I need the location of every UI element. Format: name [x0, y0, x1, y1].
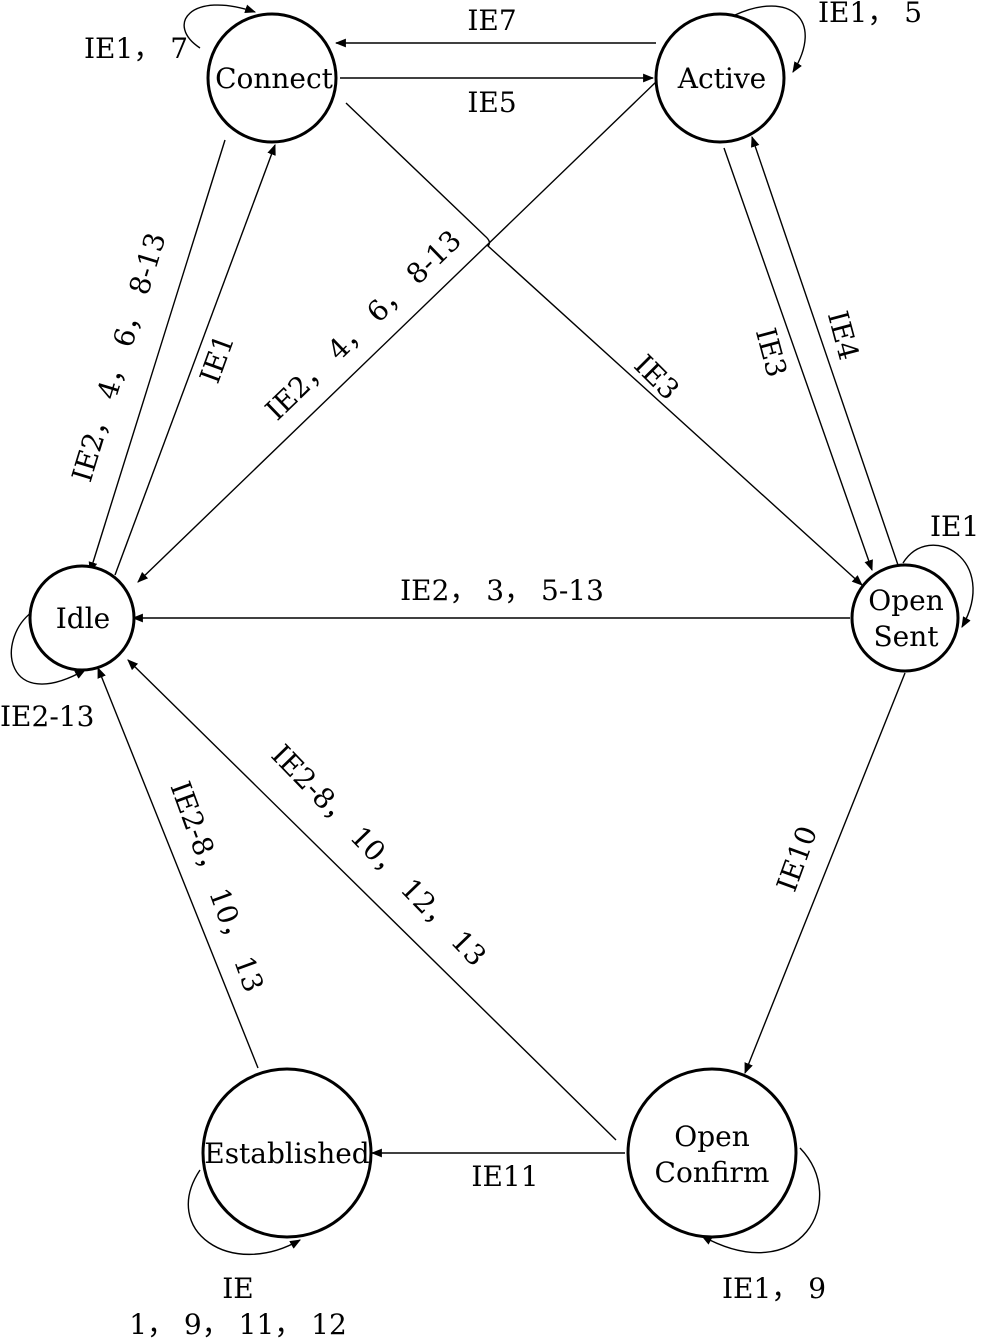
state-active-label: Active: [677, 62, 767, 95]
edge-active-to-opensent: [723, 147, 873, 572]
edge-active-self: [734, 5, 806, 73]
label-active-to-opensent: IE3: [749, 324, 794, 380]
edge-connect-self: [183, 4, 257, 49]
label-idle-to-connect: IE1: [193, 330, 241, 388]
state-open-sent: Open Sent: [850, 563, 960, 673]
state-established-label: Established: [204, 1137, 370, 1170]
label-opensent-to-active: IE4: [821, 307, 866, 363]
edge-openconfirm-to-idle: [127, 659, 617, 1141]
state-active: Active: [654, 12, 786, 144]
label-established-self-line1: IE: [222, 1272, 254, 1305]
edge-idle-self: [10, 611, 86, 685]
label-openconfirm-to-idle: IE2-8， 10， 12， 13: [265, 738, 493, 973]
edge-established-to-idle: [97, 666, 259, 1069]
state-idle: Idle: [28, 564, 136, 672]
edge-connect-to-opensent: [345, 102, 863, 586]
label-active-self: IE1， 5: [818, 0, 922, 29]
state-open-confirm-label-line1: Open: [674, 1120, 749, 1153]
state-open-confirm: Open Confirm: [626, 1067, 798, 1239]
edge-idle-to-connect: [114, 143, 276, 576]
state-open-confirm-label-line2: Confirm: [655, 1156, 770, 1189]
label-openconfirm-self: IE1， 9: [722, 1272, 826, 1305]
edge-active-to-idle: [137, 79, 659, 583]
state-open-sent-label-line2: Sent: [873, 620, 939, 653]
label-opensent-to-openconfirm: IE10: [770, 822, 824, 896]
label-opensent-to-idle: IE2， 3， 5-13: [400, 574, 604, 607]
label-idle-self: IE2-13: [0, 700, 94, 733]
state-connect-label: Connect: [215, 62, 334, 95]
label-active-to-connect: IE7: [467, 4, 516, 37]
edge-opensent-to-openconfirm: [744, 672, 906, 1075]
label-opensent-self: IE1: [930, 510, 979, 543]
label-openconfirm-to-established: IE11: [471, 1160, 538, 1193]
state-open-sent-label-line1: Open: [868, 584, 943, 617]
edge-connect-to-idle: [88, 139, 226, 574]
edge-opensent-to-active: [751, 135, 899, 566]
state-idle-label: Idle: [56, 602, 111, 635]
edge-openconfirm-self: [701, 1147, 821, 1254]
state-connect: Connect: [206, 12, 338, 144]
edge-established-self: [187, 1169, 301, 1256]
label-connect-self: IE1， 7: [84, 32, 188, 65]
state-established: Established: [201, 1067, 373, 1239]
label-established-self-line2: 1， 9， 11， 12: [129, 1308, 347, 1341]
label-active-to-idle: IE2， 4， 6， 8-13: [259, 223, 468, 426]
label-connect-to-opensent: IE3: [628, 348, 686, 406]
edge-opensent-self: [902, 544, 974, 628]
label-connect-to-active: IE5: [467, 86, 516, 119]
